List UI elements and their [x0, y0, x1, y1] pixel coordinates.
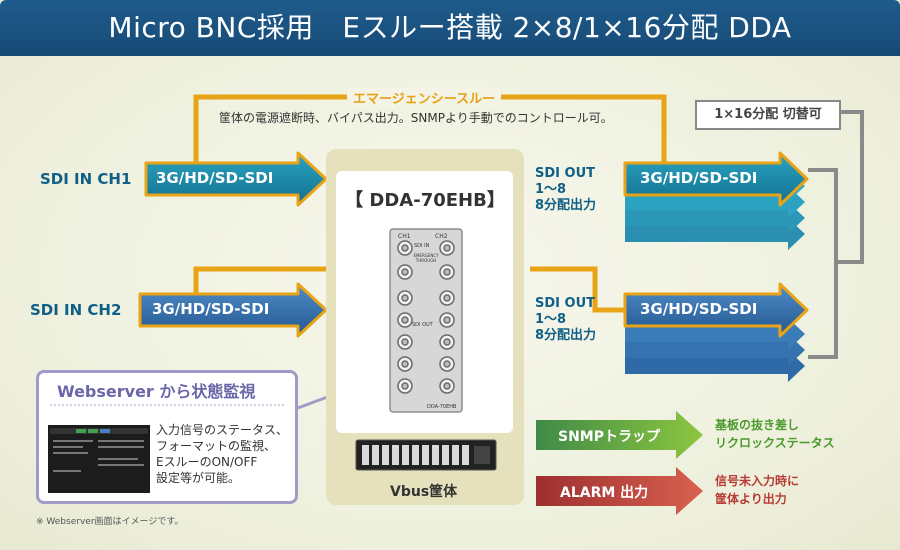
chassis-slot	[412, 445, 419, 465]
chassis-slot	[362, 445, 369, 465]
ch2-output-line3: 8分配出力	[535, 328, 597, 343]
bnc-connector-core	[443, 244, 451, 252]
ch2-output-stack	[623, 282, 809, 382]
device-model: 【 DDA-70EHB】	[345, 190, 505, 211]
ch2-output-line	[530, 266, 625, 313]
webserver-desc-line2: フォーマットの監視、	[156, 439, 277, 453]
ch1-output-label: SDI OUT 1～8 8分配出力	[535, 166, 596, 214]
vbus-label: Vbus筐体	[390, 484, 458, 500]
snmp-note-line2: リクロックステータス	[715, 436, 835, 450]
bnc-connector-core	[443, 382, 451, 390]
alarm-note-line2: 筐体より出力	[715, 492, 787, 506]
bnc-connector-core	[401, 268, 409, 276]
ch1-output-stack	[623, 151, 809, 250]
ch2-input-signal: 3G/HD/SD-SDI	[152, 300, 270, 318]
webserver-desc-line1: 入力信号のステータス、	[156, 423, 289, 437]
ch1-output-line2: 1～8	[535, 182, 567, 197]
chassis-slot	[452, 445, 459, 465]
snmp-note-line1: 基板の抜き差し	[715, 418, 800, 432]
ch1-output-signal: 3G/HD/SD-SDI	[640, 169, 758, 187]
ch2-output-line1: SDI OUT	[535, 296, 595, 311]
page-title: Micro BNC採用 Eスルー搭載 2×8/1×16分配 DDA	[0, 0, 900, 56]
bnc-connector-core	[401, 338, 409, 346]
emergency-through-note: 筐体の電源遮断時、バイパス出力。SNMPより手動でのコントロール可。	[219, 111, 613, 125]
ch1-output-line1: SDI OUT	[535, 166, 595, 181]
panel-sdi-out-label: SDI OUT	[412, 322, 433, 328]
chassis-slot	[442, 445, 449, 465]
bnc-connector-core	[443, 316, 451, 324]
ch1-output-line3: 8分配出力	[535, 198, 597, 213]
chassis-power-module	[474, 446, 490, 464]
ch1-input-signal: 3G/HD/SD-SDI	[156, 169, 274, 187]
webserver-desc-line4: 設定等が可能。	[156, 471, 241, 485]
bnc-connector-core	[401, 316, 409, 324]
bnc-connector-core	[443, 294, 451, 302]
ch2-output-signal: 3G/HD/SD-SDI	[640, 300, 758, 318]
bnc-connector-core	[401, 244, 409, 252]
bnc-connector-core	[443, 338, 451, 346]
webserver-connector	[297, 394, 331, 410]
snmp-note: 基板の抜き差し リクロックステータス	[715, 416, 835, 452]
chassis-slot	[372, 445, 379, 465]
webserver-description: 入力信号のステータス、 フォーマットの監視、 EスルーのON/OFF 設定等が可…	[156, 422, 288, 486]
switch-label-box: 1×16分配 切替可	[695, 100, 841, 130]
alarm-note: 信号未入力時に 筐体より出力	[715, 472, 799, 508]
webserver-footnote: ※ Webserver画面はイメージです。	[36, 517, 184, 527]
panel-emergency-label: EMERGENCY THROUGH	[413, 253, 439, 263]
panel-ch1-label: CH1	[398, 233, 411, 240]
ch2-input-label: SDI IN CH2	[30, 301, 122, 319]
bnc-connector-core	[443, 360, 451, 368]
chassis-slot	[392, 445, 399, 465]
snmp-arrow	[536, 411, 703, 459]
ch2-input-line	[193, 266, 330, 300]
webserver-desc-line3: EスルーのON/OFF	[156, 455, 258, 469]
webserver-title: Webserver から状態監視	[57, 382, 256, 401]
ch1-input-arrow	[144, 151, 328, 207]
bnc-connector-core	[443, 268, 451, 276]
chassis-slot	[462, 445, 469, 465]
alarm-label: ALARM 出力	[560, 485, 649, 501]
snmp-label: SNMPトラップ	[558, 429, 660, 445]
chassis-slot	[402, 445, 409, 465]
panel-ch2-label: CH2	[435, 233, 448, 240]
emergency-through-label: エマージェンシースルー	[347, 88, 502, 107]
bnc-connector-core	[401, 382, 409, 390]
ch2-output-label: SDI OUT 1～8 8分配出力	[535, 296, 596, 344]
bnc-connector-core	[401, 294, 409, 302]
alarm-arrow	[536, 467, 703, 515]
bnc-connector-core	[401, 360, 409, 368]
panel-sdi-in-label: SDI IN	[414, 243, 430, 249]
chassis-slot	[422, 445, 429, 465]
chassis-slot	[382, 445, 389, 465]
panel-model-label: DDA-70EHB	[427, 404, 457, 410]
switch-bracket-line	[808, 110, 864, 359]
chassis-slot	[432, 445, 439, 465]
alarm-note-line1: 信号未入力時に	[715, 474, 800, 488]
ch1-input-label: SDI IN CH1	[40, 170, 132, 188]
ch2-output-line2: 1～8	[535, 312, 567, 327]
ch2-input-arrow	[138, 282, 328, 338]
